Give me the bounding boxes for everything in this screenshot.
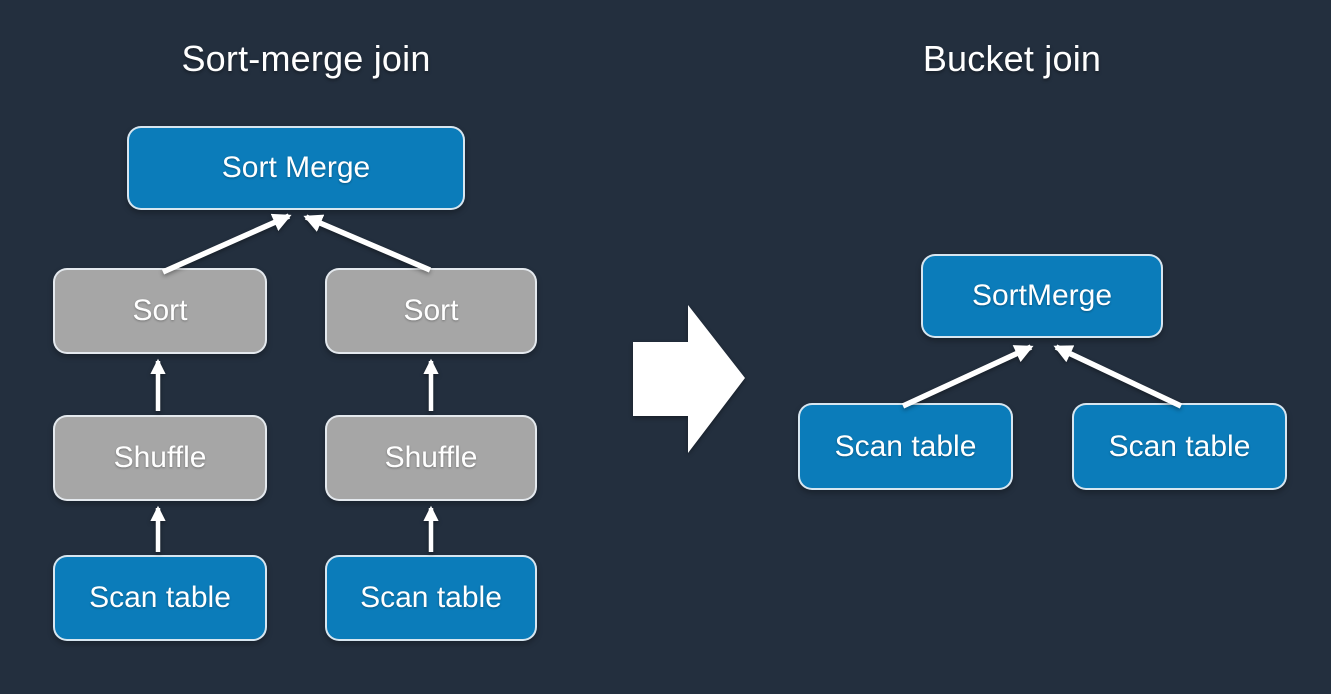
node-shuffle-left: Shuffle	[53, 415, 267, 501]
node-bucket-scan-right: Scan table	[1072, 403, 1287, 490]
left-diagram-title: Sort-merge join	[181, 38, 431, 79]
arrow-sortleft-to-sortmerge	[161, 213, 292, 275]
node-scan-table-left: Scan table	[53, 555, 267, 641]
transform-right-arrow-icon	[633, 305, 745, 453]
node-sort-merge: Sort Merge	[127, 126, 465, 210]
arrow-sortright-to-sortmerge	[303, 214, 432, 273]
node-sortmerge-bucket: SortMerge	[921, 254, 1163, 338]
arrow-bucketscanleft-to-sortmerge	[901, 344, 1034, 409]
right-diagram-title: Bucket join	[922, 38, 1102, 79]
node-bucket-scan-left: Scan table	[798, 403, 1013, 490]
node-sort-left: Sort	[53, 268, 267, 354]
node-scan-table-right: Scan table	[325, 555, 537, 641]
node-shuffle-right: Shuffle	[325, 415, 537, 501]
arrow-bucketscanright-to-sortmerge	[1053, 344, 1183, 409]
node-sort-right: Sort	[325, 268, 537, 354]
